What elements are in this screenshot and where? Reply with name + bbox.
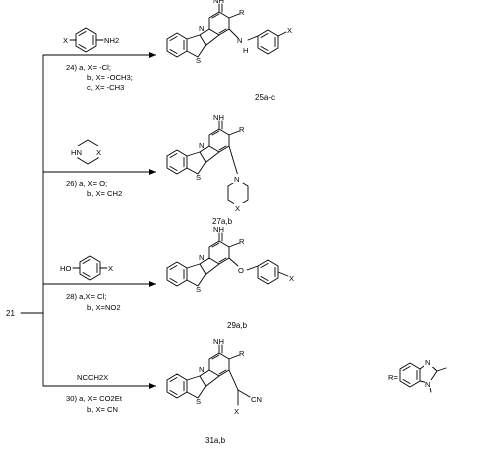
branch-connector <box>20 54 44 387</box>
product-27-label: 27a,b <box>212 217 233 226</box>
product-29-imine: NH <box>213 225 224 234</box>
r-group-n-top: N <box>425 358 430 367</box>
product-27-ring-s: S <box>196 173 201 182</box>
reagent-4-substituted-phenol: HO X <box>60 255 113 281</box>
reagent-4-substituted-aniline: X NH2 <box>63 27 119 53</box>
product-29-o: O <box>238 266 244 275</box>
route-3-condition-b: b, X=NO2 <box>87 303 121 312</box>
route-4-condition-a: 30) a, X= CO2Et <box>66 394 123 403</box>
product-31-imine: NH <box>213 337 224 346</box>
product-25-ring-s: S <box>196 56 201 65</box>
r-group-n-bottom: N <box>425 380 430 389</box>
reagent-cyclic-amine: HN X <box>71 139 107 165</box>
product-31-ring-s: S <box>196 397 201 406</box>
reagent-3-x: X <box>108 264 113 273</box>
product-25-imine: NH <box>213 0 224 5</box>
product-27-r: R <box>239 125 245 134</box>
product-31-structure: NH N S R CN X <box>166 337 262 416</box>
product-25-link-h: H <box>243 46 248 55</box>
product-27-ring-n: N <box>199 141 204 150</box>
product-29-structure: NH N S R O X <box>166 225 294 294</box>
product-25-r: R <box>239 8 245 17</box>
product-31-r: R <box>239 349 245 358</box>
product-31-ring-n: N <box>199 365 204 374</box>
route-3-condition-a: 28) a,X= Cl; <box>66 292 106 301</box>
product-29-ring-n: N <box>199 253 204 262</box>
route-4-condition-b: b, X= CN <box>87 405 118 414</box>
product-31-label: 31a,b <box>205 436 226 445</box>
product-25-structure: NH N S R N H X <box>166 0 292 65</box>
reagent-1-nh2: NH2 <box>104 36 119 45</box>
product-29-label: 29a,b <box>227 321 248 330</box>
product-27-imine: NH <box>213 113 224 122</box>
route-1-condition-c: c, X= -CH3 <box>87 83 124 92</box>
r-group-structure: R= N N <box>388 358 447 393</box>
product-29-r: R <box>239 237 245 246</box>
route-2-condition-b: b, X= CH2 <box>87 189 122 198</box>
product-29-x: X <box>289 274 294 283</box>
reagent-3-ho: HO <box>60 264 71 273</box>
start-compound-label: 21 <box>6 309 15 318</box>
reagent-2-x: X <box>96 148 101 157</box>
reagent-2-hn: HN <box>71 148 82 157</box>
product-31-cn: CN <box>251 395 262 404</box>
product-29-ring-s: S <box>196 285 201 294</box>
product-25-ring-n: N <box>199 24 204 33</box>
product-27-n: N <box>234 175 239 184</box>
route-2-conditions: 26) a, X= O; b, X= CH2 <box>66 179 122 198</box>
r-group-label: R= <box>388 373 398 382</box>
product-25-x: X <box>287 26 292 35</box>
product-27-x: X <box>235 204 240 213</box>
product-31-x: X <box>234 407 239 416</box>
route-1-conditions: 24) a, X= -Cl; b, X= -OCH3; c, X= -CH3 <box>66 63 133 92</box>
route-3-conditions: 28) a,X= Cl; b, X=NO2 <box>66 292 121 312</box>
reagent-4: NCCH2X <box>77 373 108 382</box>
route-1-condition-b: b, X= -OCH3; <box>87 73 133 82</box>
product-27-structure: NH N S R N X <box>166 113 249 213</box>
reagent-1-x: X <box>63 36 68 45</box>
product-25-label: 25a-c <box>255 93 275 102</box>
product-25-link-n: N <box>237 36 242 45</box>
route-1-condition-a: 24) a, X= -Cl; <box>66 63 111 72</box>
route-2-condition-a: 26) a, X= O; <box>66 179 107 188</box>
route-4-conditions: 30) a, X= CO2Et b, X= CN <box>66 394 123 414</box>
